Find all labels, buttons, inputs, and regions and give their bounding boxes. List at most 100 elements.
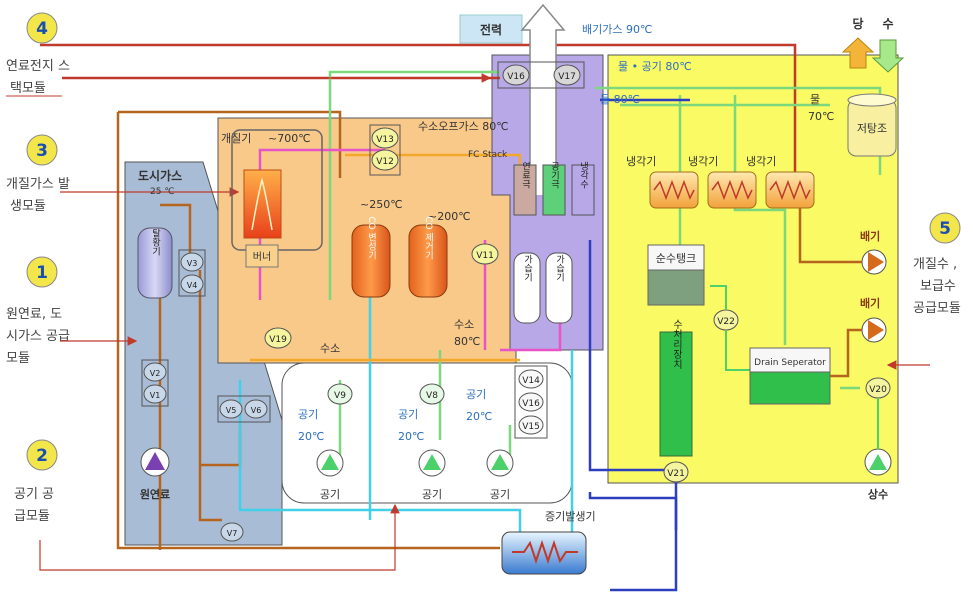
valve-v9: V9: [327, 383, 353, 405]
svg-text:개질가스 발: 개질가스 발: [6, 177, 70, 192]
svg-text:V22: V22: [717, 317, 735, 327]
water-air-label: 물 • 공기 80℃: [618, 60, 692, 73]
svg-text:V19: V19: [269, 335, 287, 345]
fc-stack-label: FC Stack: [468, 150, 508, 160]
cooler-2: 냉각기: [688, 155, 757, 209]
svg-text:순수탱크: 순수탱크: [656, 252, 696, 265]
water-arrow: 수: [871, 17, 905, 73]
svg-text:냉각수: 냉각수: [578, 161, 588, 189]
pure-water-tank: 순수탱크: [647, 244, 705, 306]
svg-text:V11: V11: [476, 251, 494, 261]
svg-text:당: 당: [852, 16, 863, 31]
valve-v4: V4: [180, 274, 204, 294]
svg-text:가습기: 가습기: [522, 254, 532, 282]
svg-text:급모듈: 급모듈: [14, 509, 50, 524]
air-temp-label-1: 20℃: [298, 430, 324, 443]
tap-water-pump: 상수: [864, 448, 892, 501]
water-80-label: 물 80℃: [600, 93, 640, 106]
svg-text:연료전지 스: 연료전지 스: [6, 59, 70, 74]
air-pump-2: 공기: [418, 449, 446, 501]
valve-v11: V11: [471, 243, 499, 265]
temp-250-label: ~250℃: [360, 198, 403, 211]
svg-text:냉각기: 냉각기: [746, 155, 776, 168]
svg-text:공기: 공기: [490, 488, 510, 501]
svg-text:V16: V16: [522, 399, 540, 409]
svg-text:가습기: 가습기: [554, 254, 564, 282]
svg-text:배기: 배기: [860, 229, 880, 243]
temp-200-label: ~200℃: [428, 210, 471, 223]
module-callout-2: 2 공기 공 급모듈: [14, 439, 400, 571]
reformer-temp-label: ~700℃: [268, 132, 311, 145]
svg-text:V17: V17: [558, 72, 576, 82]
svg-text:증기발생기: 증기발생기: [545, 510, 596, 523]
svg-text:보급수: 보급수: [920, 279, 956, 294]
storage-tank: 저탕조: [847, 93, 897, 157]
anode-box: 연료극: [513, 161, 537, 216]
svg-text:수: 수: [882, 17, 893, 31]
svg-text:Drain Seperator: Drain Seperator: [754, 358, 826, 368]
coolant-box: 냉각수: [571, 161, 595, 216]
reformer-label: 개질기: [221, 132, 251, 145]
pipes: [40, 43, 882, 592]
co-removal-reactor: CO 제거기: [408, 216, 448, 298]
svg-text:V20: V20: [869, 385, 887, 395]
co-shift-reactor: CO 변성기: [351, 216, 391, 298]
svg-text:시가스 공급: 시가스 공급: [6, 329, 70, 344]
svg-text:생모듈: 생모듈: [10, 199, 46, 214]
valve-v12: V12: [371, 149, 399, 171]
svg-text:4: 4: [36, 19, 48, 39]
drain-separator: Drain Seperator: [749, 347, 831, 405]
city-gas-label: 도시가스: [138, 168, 182, 183]
air-temp-label-3: 20℃: [466, 410, 492, 423]
water-70-temp-label: 70℃: [808, 110, 834, 123]
valve-v16: V16: [502, 64, 530, 86]
svg-text:V1: V1: [150, 391, 161, 400]
svg-text:V5: V5: [226, 406, 237, 415]
svg-text:탈황기: 탈황기: [150, 228, 160, 256]
svg-text:V2: V2: [150, 369, 161, 378]
svg-text:V7: V7: [227, 529, 238, 538]
valve-v17: V17: [553, 64, 581, 86]
valve-v2: V2: [143, 362, 167, 382]
svg-text:개질수 ,: 개질수 ,: [913, 257, 957, 272]
valve-v14: V14: [518, 369, 544, 389]
svg-text:상수: 상수: [868, 487, 888, 501]
svg-text:수처리장치: 수처리장치: [671, 319, 683, 370]
city-gas-temp-label: 25 ℃: [150, 187, 174, 197]
air-temp-label-2: 20℃: [398, 430, 424, 443]
svg-text:V9: V9: [334, 391, 346, 401]
svg-text:연료극: 연료극: [520, 161, 530, 189]
svg-text:CO 제거기: CO 제거기: [423, 216, 433, 260]
svg-text:전력: 전력: [480, 22, 502, 37]
air-label-3: 공기: [466, 388, 486, 401]
valve-v8: V8: [419, 383, 445, 405]
svg-text:V21: V21: [667, 469, 685, 479]
exhaust-vent-1: 배기: [860, 229, 887, 275]
svg-text:V13: V13: [376, 135, 394, 145]
desulfurizer: 탈황기: [137, 227, 173, 299]
svg-text:CO 변성기: CO 변성기: [366, 216, 376, 260]
svg-text:공기: 공기: [422, 488, 442, 501]
burner-box: 버너: [245, 244, 279, 268]
svg-text:공기: 공기: [320, 488, 340, 501]
reformer-flame: [243, 169, 282, 239]
sugar-arrow: 당: [841, 16, 875, 69]
air-pump-3: 공기: [486, 449, 514, 501]
svg-text:택모듈: 택모듈: [10, 81, 46, 96]
svg-text:5: 5: [939, 219, 951, 239]
air-label-1: 공기: [298, 408, 318, 421]
hydrogen-label: 수소: [454, 318, 474, 331]
humidifier-1: 가습기: [513, 252, 541, 324]
svg-text:냉각기: 냉각기: [626, 155, 656, 168]
hydrogen-left-label: 수소: [320, 342, 340, 355]
module-callout-4: 4 연료전지 스 택모듈: [6, 12, 70, 97]
svg-text:1: 1: [36, 263, 48, 283]
svg-text:원연료: 원연료: [140, 487, 170, 501]
humidifier-2: 가습기: [545, 252, 573, 324]
svg-text:원연료, 도: 원연료, 도: [6, 307, 62, 322]
water-treatment-unit: 수처리장치: [659, 319, 693, 457]
valve-v19: V19: [264, 327, 292, 349]
svg-text:모듈: 모듈: [6, 351, 30, 366]
svg-text:공기극: 공기극: [549, 161, 559, 189]
